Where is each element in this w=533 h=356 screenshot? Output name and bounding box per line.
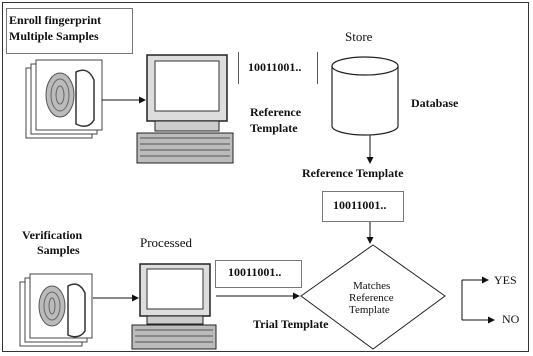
computer-enroll-icon (136, 54, 234, 164)
decision-line1: Matches (353, 280, 391, 292)
binary-ref-box (322, 191, 404, 222)
diagram-frame (2, 2, 529, 352)
binary-trial: 10011001.. (228, 265, 282, 279)
binary-top: 10011001.. (248, 60, 302, 74)
database-cylinder (331, 56, 399, 136)
decision-diamond (300, 244, 446, 350)
no-label: NO (502, 312, 520, 326)
reference-template-left-line1: Reference (250, 105, 302, 119)
yes-label: YES (494, 273, 517, 287)
decision-line3: Template (349, 304, 390, 316)
store-label: Store (345, 29, 373, 44)
binary-trial-box (215, 260, 302, 288)
processed-label: Processed (140, 235, 192, 250)
decision-line2: Reference (349, 292, 394, 304)
enroll-line2: Multiple Samples (9, 29, 99, 43)
verification-line1: Verification (22, 228, 83, 242)
trial-template-label: Trial Template (253, 317, 329, 331)
binary-ref: 10011001.. (333, 198, 387, 212)
computer-verification-icon (131, 263, 217, 350)
enroll-fingerprint-stack (25, 59, 103, 139)
reference-template-label: Reference Template (302, 166, 404, 180)
enroll-line1: Enroll fingerprint (9, 13, 102, 27)
enroll-label-box (6, 8, 133, 54)
database-label: Database (411, 96, 459, 110)
reference-template-left-line2: Template (250, 121, 298, 135)
verification-fingerprint-stack (19, 273, 93, 347)
binary-top-box (238, 52, 318, 84)
verification-line2: Samples (37, 243, 80, 257)
